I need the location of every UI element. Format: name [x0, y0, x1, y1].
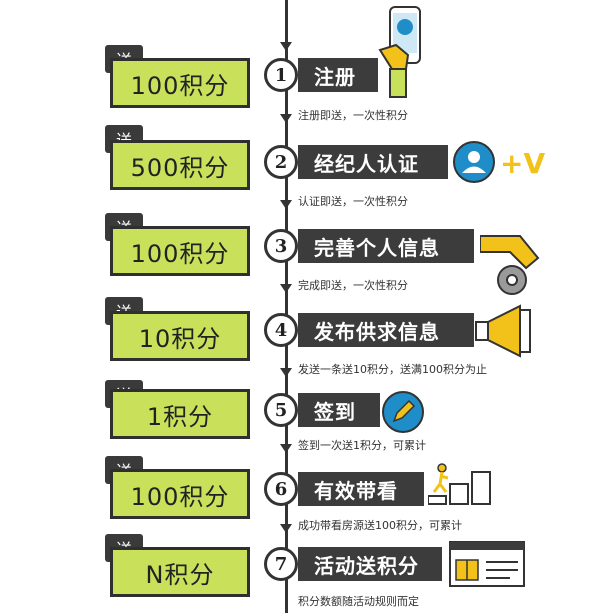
arrow-down-icon [280, 42, 292, 51]
gear-hand-icon [480, 235, 540, 295]
reward-box: 100积分 [110, 469, 250, 519]
step-number: 5 [264, 393, 298, 427]
step-title: 完善个人信息 [298, 229, 474, 263]
arrow-down-icon [280, 368, 292, 377]
step-caption: 签到一次送1积分，可累计 [298, 439, 426, 452]
reward-box: 100积分 [110, 58, 250, 108]
reward-box: 10积分 [110, 311, 250, 361]
gift-screen-icon [449, 541, 525, 587]
step-caption: 发送一条送10积分，送满100积分为止 [298, 363, 487, 376]
step-caption: 积分数额随活动规则而定 [298, 595, 419, 608]
arrow-down-icon [280, 284, 292, 293]
step-number: 4 [264, 313, 298, 347]
reward-box: 1积分 [110, 389, 250, 439]
step-title: 注册 [298, 58, 378, 92]
step-caption: 完成即送，一次性积分 [298, 279, 408, 292]
step-title: 有效带看 [298, 472, 424, 506]
arrow-down-icon [280, 524, 292, 533]
reward-box: 100积分 [110, 226, 250, 276]
pencil-icon [382, 391, 424, 433]
reward-box: 500积分 [110, 140, 250, 190]
step-title: 活动送积分 [298, 547, 442, 581]
step-number: 6 [264, 472, 298, 506]
step-title: 签到 [298, 393, 380, 427]
step-number: 7 [264, 547, 298, 581]
user-verify-icon [453, 141, 495, 183]
reward-box: N积分 [110, 547, 250, 597]
stairs-runner-icon [428, 463, 491, 505]
step-number: 1 [264, 58, 298, 92]
step-title: 发布供求信息 [298, 313, 474, 347]
step-number: 2 [264, 145, 298, 179]
step-caption: 注册即送，一次性积分 [298, 109, 408, 122]
step-number: 3 [264, 229, 298, 263]
arrow-down-icon [280, 114, 292, 123]
step-caption: 认证即送，一次性积分 [298, 195, 408, 208]
timeline-axis [285, 0, 288, 613]
arrow-down-icon [280, 200, 292, 209]
megaphone-icon [475, 304, 531, 358]
plus-v-badge: +V [500, 147, 546, 180]
step-caption: 成功带看房源送100积分，可累计 [298, 519, 462, 532]
phone-hand-icon [378, 6, 421, 98]
arrow-down-icon [280, 444, 292, 453]
step-title: 经纪人认证 [298, 145, 448, 179]
